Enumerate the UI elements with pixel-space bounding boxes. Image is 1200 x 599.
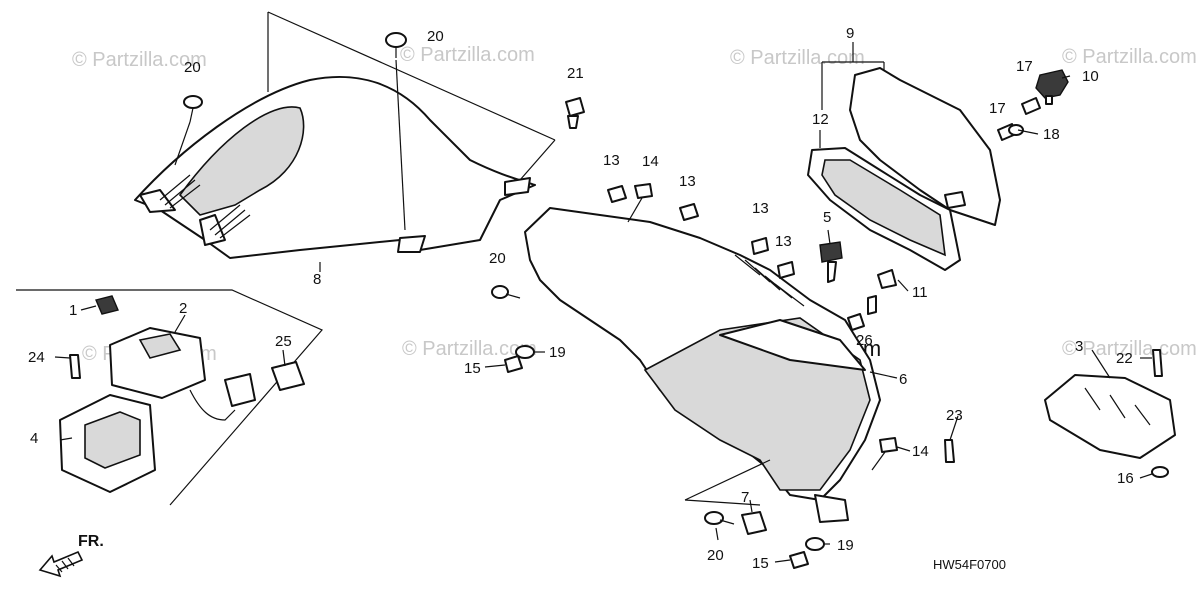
callout-20: 20 — [427, 28, 444, 45]
callout-2: 2 — [179, 300, 187, 317]
part-3-bracket — [1044, 374, 1176, 459]
diagram-code: HW54F0700 — [933, 557, 1006, 572]
part-1-clamp — [95, 295, 119, 315]
callout-6: 6 — [899, 371, 907, 388]
callout-20: 20 — [184, 59, 201, 76]
part-4-bracket — [59, 394, 156, 493]
callout-1: 1 — [69, 302, 77, 319]
callout-18: 18 — [1043, 126, 1060, 143]
callouts: 8 20 20 21 9 12 17 10 17 18 13 14 13 13 … — [28, 25, 1134, 572]
fastener-21 — [565, 97, 585, 129]
part-16-washer — [1151, 466, 1169, 478]
part-18-washer — [1008, 124, 1024, 136]
callout-15: 15 — [464, 360, 481, 377]
callout-10: 10 — [1082, 68, 1099, 85]
watermark: © Partzilla.com — [1062, 46, 1197, 68]
fasteners-13 — [607, 185, 795, 279]
fasteners-15-19 — [504, 345, 825, 569]
callout-23: 23 — [946, 407, 963, 424]
inset-frame — [16, 289, 323, 506]
callout-19: 19 — [837, 537, 854, 554]
callout-4: 4 — [30, 430, 38, 447]
callout-22: 22 — [1116, 350, 1133, 367]
part-11-screw — [867, 269, 897, 315]
callout-13: 13 — [679, 173, 696, 190]
callout-17: 17 — [989, 100, 1006, 117]
callout-24: 24 — [28, 349, 45, 366]
part-5-bracket — [819, 241, 843, 283]
part-2-control-unit — [109, 327, 256, 421]
callout-11: 11 — [912, 284, 928, 301]
callout-16: 16 — [1117, 470, 1134, 487]
callout-9: 9 — [846, 25, 854, 42]
callout-15: 15 — [752, 555, 769, 572]
front-indicator: FR. — [78, 533, 104, 550]
callout-20: 20 — [707, 547, 724, 564]
part-26-screw — [847, 313, 865, 331]
callout-25: 25 — [275, 333, 292, 350]
fasteners-14 — [627, 183, 898, 471]
callout-19: 19 — [549, 344, 566, 361]
watermark: © Partzilla.com — [72, 49, 207, 71]
part-9-taillight-frame — [807, 67, 1001, 271]
leader-lines — [54, 11, 1153, 563]
callout-8: 8 — [313, 271, 321, 288]
callout-14: 14 — [912, 443, 929, 460]
part-6-rear-fender — [524, 207, 881, 523]
part-10-socket — [1035, 69, 1069, 105]
callout-5: 5 — [823, 209, 831, 226]
callout-26: 26 — [856, 332, 873, 349]
fasteners-20 — [183, 32, 735, 525]
callout-13: 13 — [775, 233, 792, 250]
part-22-rivet — [1152, 349, 1163, 377]
part-25-connector — [271, 361, 305, 391]
callout-13: 13 — [752, 200, 769, 217]
part-8-seat-cowl — [134, 76, 536, 259]
callout-17: 17 — [1016, 58, 1033, 75]
part-23-pin — [944, 439, 955, 463]
callout-13: 13 — [603, 152, 620, 169]
watermark: © Partzilla.com — [400, 44, 535, 66]
callout-21: 21 — [567, 65, 584, 82]
watermark: © Partzilla.com — [1062, 338, 1197, 360]
watermark: © Partzilla.com — [402, 338, 537, 360]
callout-14: 14 — [642, 153, 659, 170]
part-7-bracket — [741, 511, 767, 535]
callout-3: 3 — [1075, 338, 1083, 355]
part-24-rivet — [69, 354, 81, 379]
watermark: © Partzilla.com — [730, 47, 865, 69]
front-arrow-icon: FR. — [38, 533, 104, 578]
callout-20: 20 — [489, 250, 506, 267]
callout-7: 7 — [741, 489, 749, 506]
callout-12: 12 — [812, 111, 829, 128]
